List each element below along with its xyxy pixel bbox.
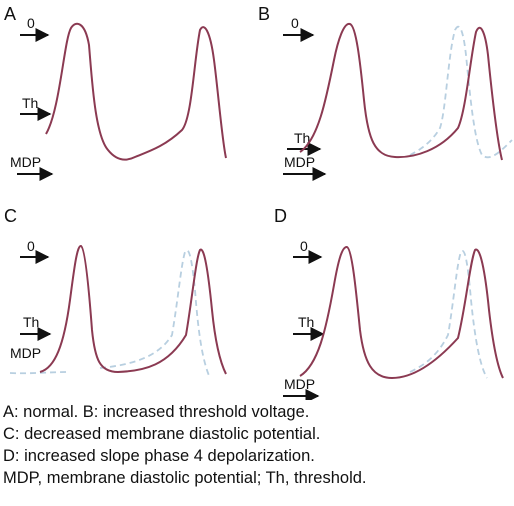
panel-a-threshold-label: Th (22, 95, 38, 111)
panel-b-mdp-label: MDP (284, 154, 315, 170)
panel-a-letter: A (4, 4, 16, 24)
panel-b-threshold-label: Th (294, 130, 310, 146)
panel-a-normal-trace (45, 22, 227, 161)
panel-b-altered-trace (409, 25, 513, 159)
caption-line-c: C: decreased membrane diastolic potentia… (3, 425, 321, 443)
panel-b-letter: B (258, 4, 270, 24)
panel-d-mdp-label: MDP (284, 376, 315, 392)
panel-c: C 0 Th MDP (4, 206, 227, 379)
figure-caption: A: normal. B: increased threshold voltag… (3, 401, 511, 489)
panel-c-altered-trace (9, 249, 211, 379)
panel-c-threshold-label: Th (23, 314, 39, 330)
caption-line-a-b: A: normal. B: increased threshold voltag… (3, 403, 310, 421)
panel-d-letter: D (274, 206, 287, 226)
panel-b: B 0 Th MDP (258, 4, 513, 181)
caption-line-abbreviations: MDP, membrane diastolic potential; Th, t… (3, 469, 367, 487)
panel-b-zero-label: 0 (291, 15, 299, 31)
panel-c-letter: C (4, 206, 17, 226)
panel-a: A 0 Th MDP (4, 4, 227, 181)
panel-c-normal-trace (39, 244, 227, 375)
panel-b-normal-trace (299, 22, 503, 161)
panel-c-zero-label: 0 (27, 238, 35, 254)
panel-a-zero-label: 0 (27, 15, 35, 31)
panel-d: D 0 Th MDP (274, 206, 504, 400)
panel-c-mdp-label: MDP (10, 345, 41, 361)
panel-d-zero-label: 0 (300, 238, 308, 254)
panel-d-threshold-label: Th (298, 314, 314, 330)
panel-d-altered-trace (409, 250, 488, 379)
action-potential-figure: A 0 Th MDP B 0 Th MDP C 0 Th MDP D 0 (4, 4, 513, 400)
caption-line-d: D: increased slope phase 4 depolarizatio… (3, 447, 315, 465)
panel-a-mdp-label: MDP (10, 154, 41, 170)
panel-d-normal-trace (299, 246, 504, 380)
